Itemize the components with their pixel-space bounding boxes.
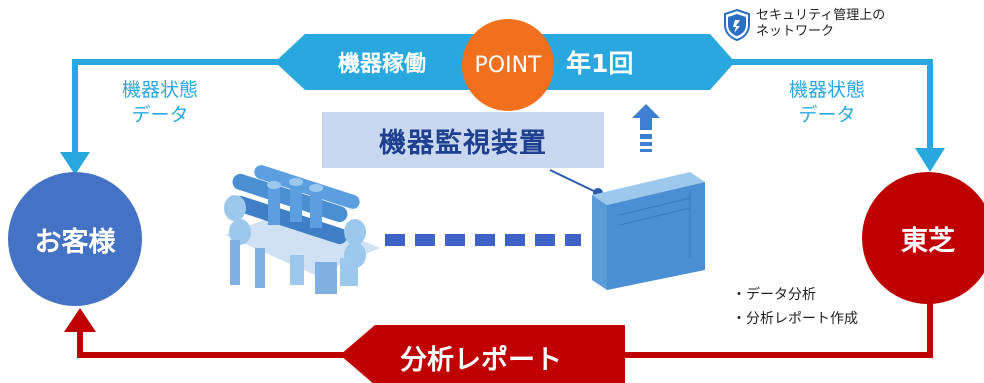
point-badge: POINT bbox=[462, 19, 554, 111]
right-data-label: 機器状態 データ bbox=[772, 78, 882, 128]
arrow-up-left bbox=[64, 308, 96, 332]
dashed-connection bbox=[385, 234, 581, 246]
left-data-label-line1: 機器状態 bbox=[121, 79, 198, 101]
upload-arrow-icon bbox=[632, 104, 660, 152]
top-banner-left-label: 機器稼働 bbox=[338, 52, 427, 77]
report-banner-label: 分析レポート bbox=[400, 345, 562, 376]
point-label: POINT bbox=[474, 52, 542, 78]
monitoring-device-icon bbox=[592, 172, 705, 290]
arrow-down-right bbox=[915, 148, 945, 172]
flow-line-top-left bbox=[72, 59, 290, 155]
bullet-item: ・分析レポート作成 bbox=[732, 311, 858, 327]
security-note-line2: ネットワーク bbox=[756, 24, 835, 39]
left-data-label-line2: データ bbox=[131, 104, 189, 126]
arrow-down-left bbox=[60, 152, 90, 175]
top-banner-right-label: 年1回 bbox=[566, 49, 634, 78]
toshiba-node: 東芝 bbox=[862, 172, 984, 304]
monitor-device-label: 機器監視装置 bbox=[379, 127, 547, 159]
report-banner-shape bbox=[340, 325, 625, 383]
toshiba-label: 東芝 bbox=[901, 225, 955, 257]
analysis-bullets: ・データ分析 ・分析レポート作成 bbox=[732, 283, 858, 331]
left-data-label: 機器状態 データ bbox=[105, 78, 215, 128]
security-note-line1: セキュリティ管理上の bbox=[756, 8, 886, 23]
security-note: セキュリティ管理上の ネットワーク bbox=[722, 8, 885, 42]
antenna-line bbox=[549, 169, 599, 194]
monitor-device-box: 機器監視装置 bbox=[322, 112, 604, 168]
shield-icon bbox=[724, 8, 750, 42]
chiller-equipment-icon bbox=[224, 165, 380, 294]
bullet-item: ・データ分析 bbox=[732, 287, 816, 303]
customer-label: お客様 bbox=[34, 226, 116, 258]
right-data-label-line1: 機器状態 bbox=[788, 79, 865, 101]
customer-node: お客様 bbox=[8, 172, 142, 306]
flow-line-top-right bbox=[720, 59, 933, 150]
right-data-label-line2: データ bbox=[798, 104, 856, 126]
